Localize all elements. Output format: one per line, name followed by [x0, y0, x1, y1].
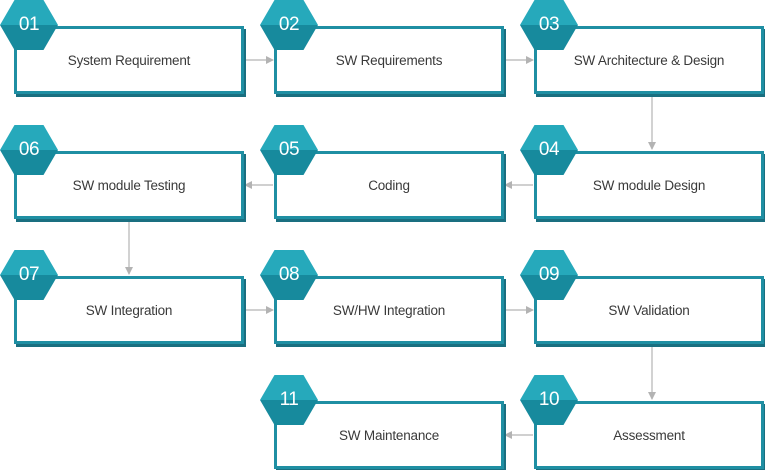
step-02-number: 02: [278, 14, 300, 35]
step-06-label: SW module Testing: [72, 177, 186, 193]
step-01: System Requirement 01: [0, 0, 244, 94]
step-11-number: 11: [279, 389, 299, 410]
step-06-number: 06: [18, 139, 40, 160]
step-06: SW module Testing 06: [0, 125, 244, 219]
step-02-label: SW Requirements: [335, 52, 443, 68]
step-08: SW/HW Integration 08: [260, 250, 504, 344]
step-08-box: SW/HW Integration: [274, 276, 504, 344]
step-10-number: 10: [538, 389, 560, 410]
step-10-label: Assessment: [613, 427, 685, 443]
step-02-box: SW Requirements: [274, 26, 504, 94]
step-03-number: 03: [538, 14, 560, 35]
step-07-label: SW Integration: [85, 302, 173, 318]
step-04-label: SW module Design: [592, 177, 706, 193]
step-01-number: 01: [18, 14, 40, 35]
step-05-label: Coding: [368, 177, 410, 193]
step-04: SW module Design 04: [520, 125, 764, 219]
step-10-box: Assessment: [534, 401, 764, 469]
step-09-label: SW Validation: [608, 302, 690, 318]
step-11-box: SW Maintenance: [274, 401, 504, 469]
step-10-hexagon-icon: 10: [520, 375, 578, 425]
step-02: SW Requirements 02: [260, 0, 504, 94]
step-08-number: 08: [278, 264, 300, 285]
step-07-number: 07: [18, 264, 40, 285]
step-11: SW Maintenance 11: [260, 375, 504, 469]
step-03-box: SW Architecture & Design: [534, 26, 764, 94]
step-05-box: Coding: [274, 151, 504, 219]
step-03-label: SW Architecture & Design: [573, 52, 725, 68]
step-04-box: SW module Design: [534, 151, 764, 219]
step-03: SW Architecture & Design 03: [520, 0, 764, 94]
step-09-box: SW Validation: [534, 276, 764, 344]
step-11-label: SW Maintenance: [339, 427, 439, 443]
step-10: Assessment 10: [520, 375, 764, 469]
step-08-label: SW/HW Integration: [332, 302, 446, 318]
step-01-box: System Requirement: [14, 26, 244, 94]
step-09: SW Validation 09: [520, 250, 764, 344]
step-06-box: SW module Testing: [14, 151, 244, 219]
step-05-number: 05: [278, 139, 300, 160]
step-09-hexagon-icon: 09: [520, 250, 578, 300]
step-07: SW Integration 07: [0, 250, 244, 344]
step-07-hexagon-icon: 07: [0, 250, 58, 300]
step-04-number: 04: [538, 139, 560, 160]
step-05: Coding 05: [260, 125, 504, 219]
step-01-label: System Requirement: [67, 52, 191, 68]
step-07-box: SW Integration: [14, 276, 244, 344]
step-03-hexagon-icon: 03: [520, 0, 578, 50]
step-09-number: 09: [538, 264, 560, 285]
step-04-hexagon-icon: 04: [520, 125, 578, 175]
